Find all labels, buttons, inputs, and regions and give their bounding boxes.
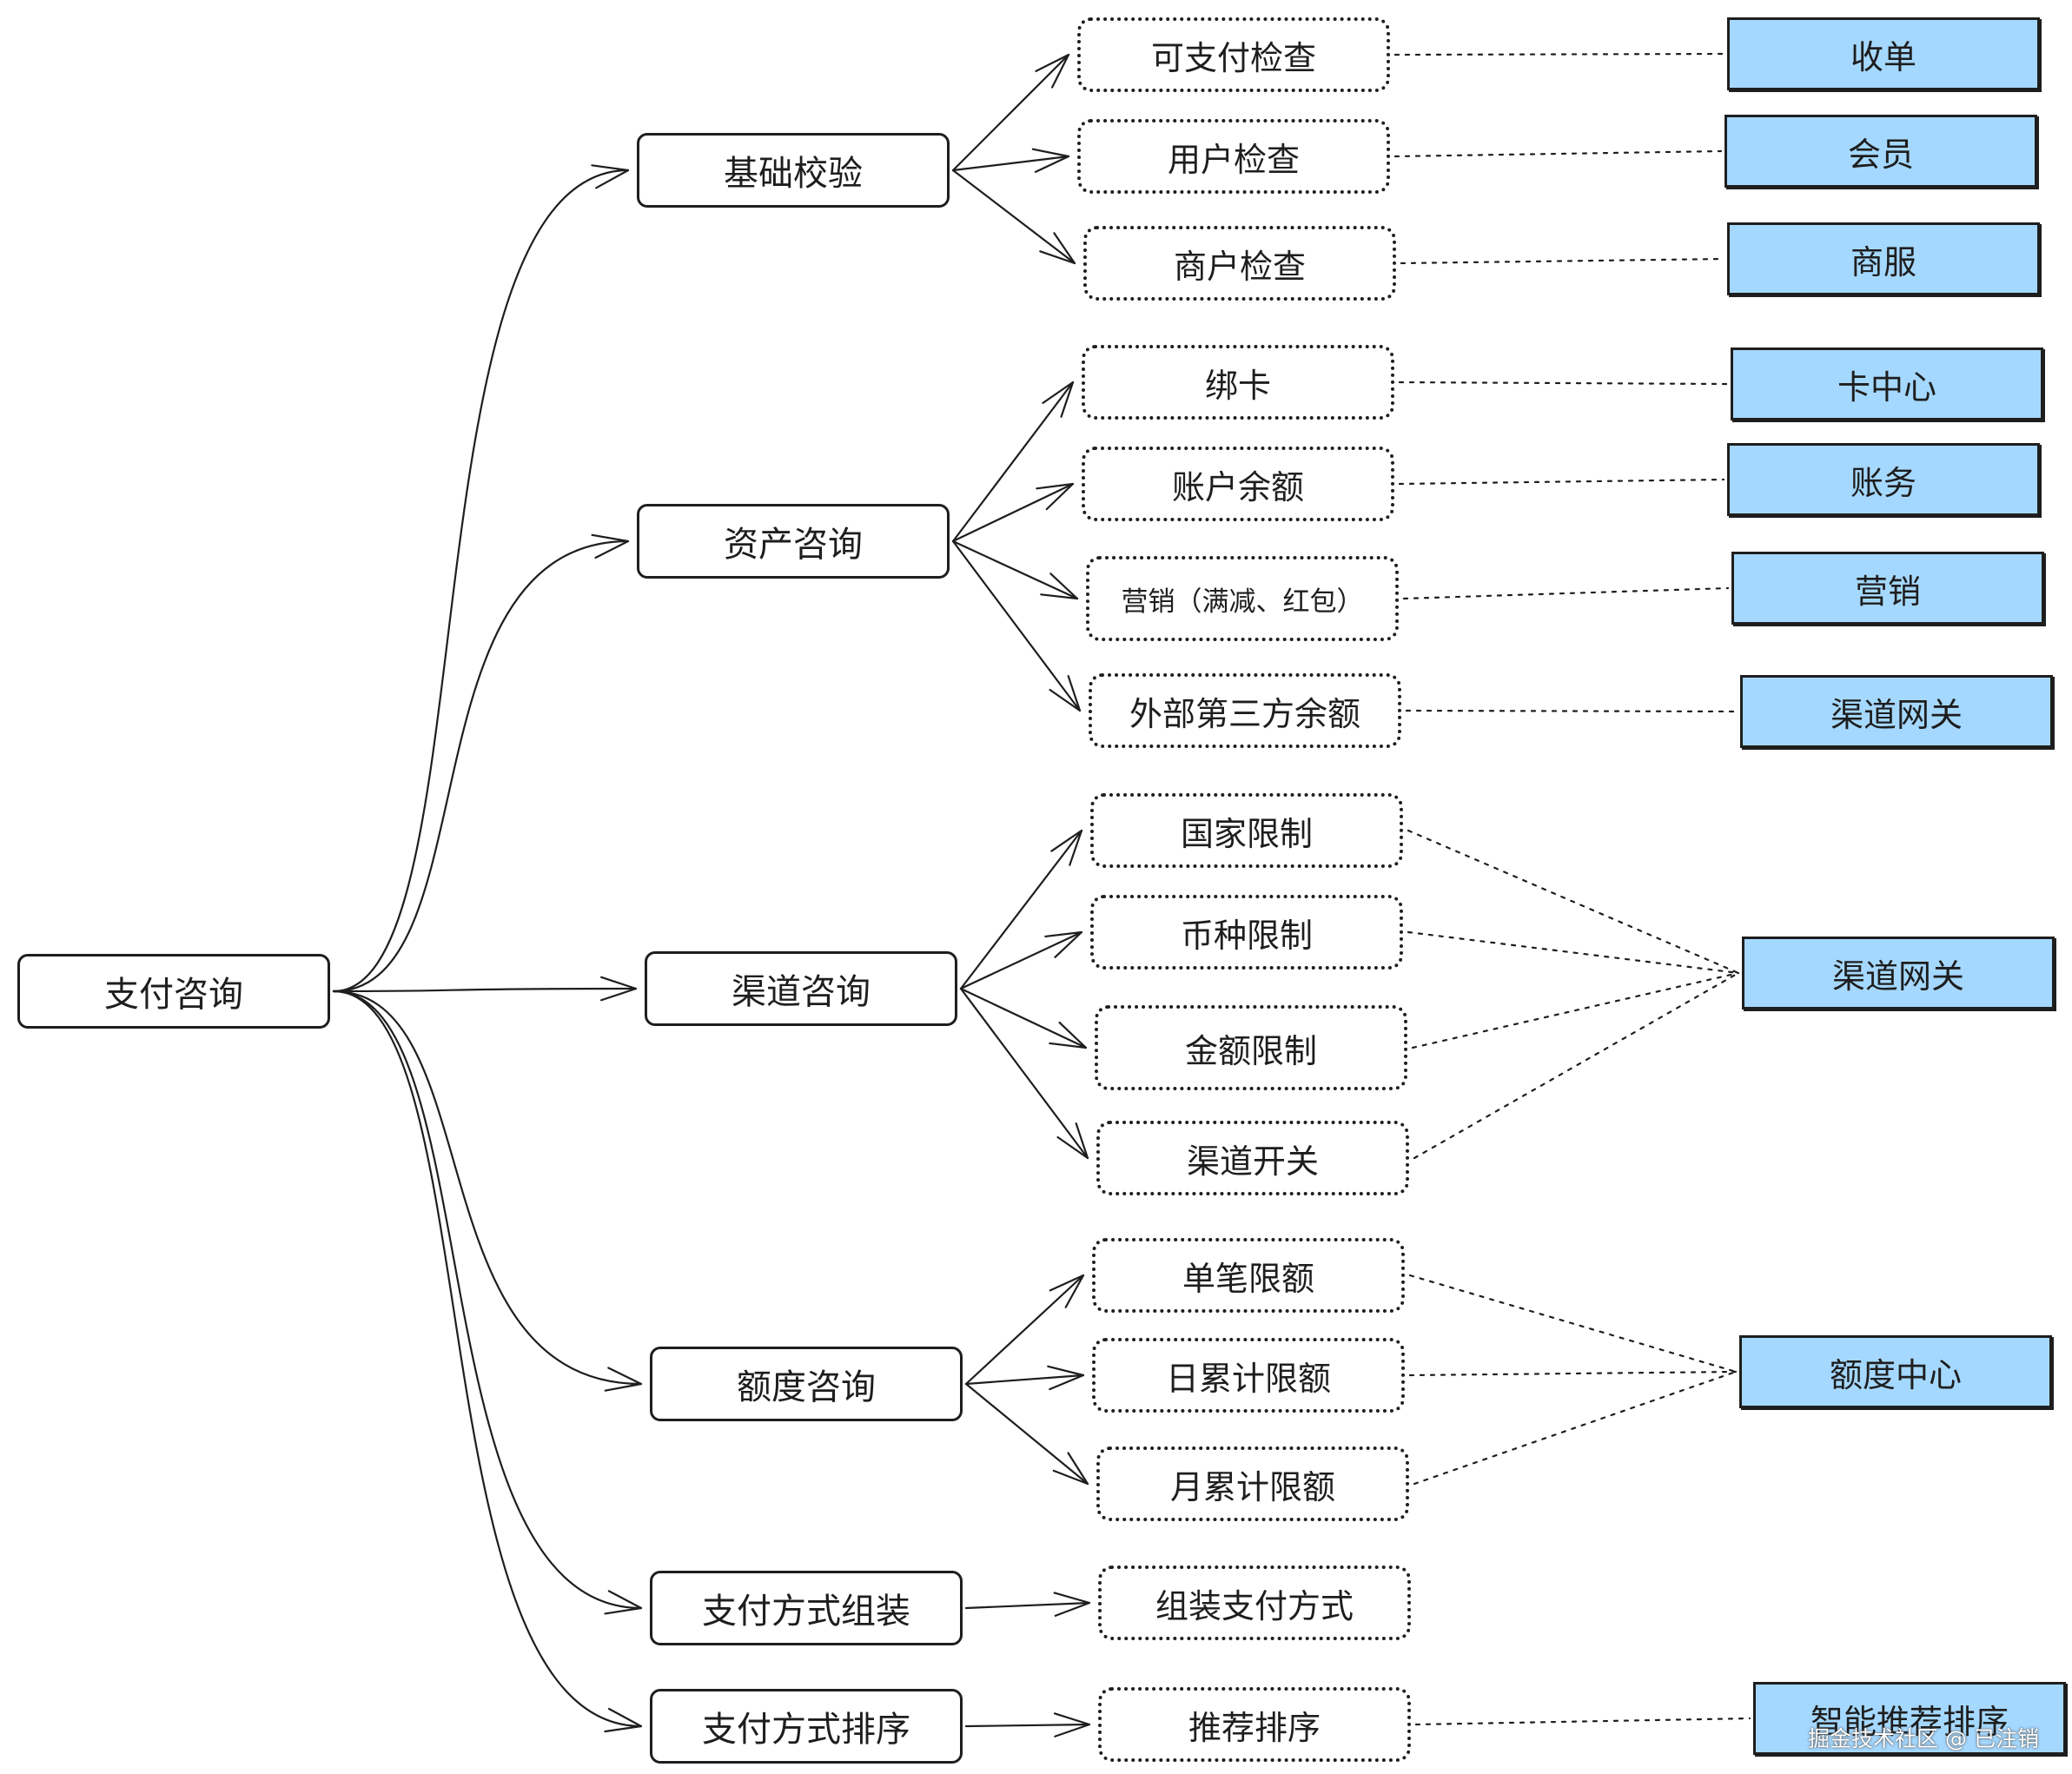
arrow-head xyxy=(1050,829,1083,866)
arrow-head xyxy=(1042,381,1075,418)
check-item: 绑卡 xyxy=(1082,345,1394,420)
arrow-connector xyxy=(959,987,1089,1160)
arrow-connector xyxy=(959,829,1083,990)
arrow-head xyxy=(591,164,630,189)
system-node: 智能推荐排序 xyxy=(1753,1682,2066,1755)
category-node: 渠道咨询 xyxy=(645,951,957,1026)
arrow-head xyxy=(1049,675,1082,712)
arrow-connector xyxy=(959,930,1083,990)
category-node: 额度咨询 xyxy=(650,1347,963,1421)
watermark: 掘金技术社区 @ 已注销 xyxy=(1808,1726,2039,1751)
arrow-head xyxy=(604,1367,643,1392)
arrow-connector xyxy=(964,1374,1085,1386)
check-item: 月累计限额 xyxy=(1096,1446,1409,1521)
arrow-head xyxy=(1040,573,1079,600)
dotted-connector xyxy=(1408,1274,1738,1374)
arrow-connector xyxy=(951,53,1070,172)
check-item: 用户检查 xyxy=(1077,119,1390,194)
system-node: 会员 xyxy=(1724,115,2037,188)
arrow-connector xyxy=(951,381,1075,543)
dotted-connector xyxy=(1411,971,1740,1049)
check-item: 渠道开关 xyxy=(1096,1121,1409,1195)
dotted-connector xyxy=(1414,1717,1751,1726)
check-item: 商户检查 xyxy=(1083,226,1396,301)
system-node: 渠道网关 xyxy=(1740,675,2053,748)
dotted-connector xyxy=(1400,257,1725,265)
arrow-connector xyxy=(951,539,1079,600)
dotted-connector xyxy=(1402,586,1730,600)
dotted-connector xyxy=(1398,478,1725,486)
system-node: 额度中心 xyxy=(1739,1335,2052,1408)
system-node: 营销 xyxy=(1731,552,2044,625)
arrow-connector xyxy=(951,169,1076,265)
check-item: 可支付检查 xyxy=(1077,17,1390,92)
arrow-head xyxy=(1039,232,1076,265)
arrow-connector xyxy=(964,1723,1091,1728)
arrow-head xyxy=(1035,53,1070,89)
check-item: 单笔限额 xyxy=(1092,1238,1405,1313)
system-node: 账务 xyxy=(1727,443,2040,516)
arrow-connector xyxy=(332,539,630,993)
dotted-connector xyxy=(1405,709,1738,713)
root-node: 支付咨询 xyxy=(17,954,330,1029)
check-item: 外部第三方余额 xyxy=(1089,673,1401,748)
dotted-connector xyxy=(1398,381,1729,386)
arrow-head xyxy=(1036,482,1075,511)
arrow-head xyxy=(604,1590,643,1615)
category-node: 资产咨询 xyxy=(637,504,950,579)
arrow-head xyxy=(600,976,638,1002)
check-item: 币种限制 xyxy=(1090,895,1403,970)
check-item: 推荐排序 xyxy=(1098,1687,1411,1762)
dotted-connector xyxy=(1393,52,1725,56)
dotted-connector xyxy=(1407,829,1740,975)
system-node: 商服 xyxy=(1727,222,2040,295)
dotted-connector xyxy=(1393,149,1723,158)
arrow-connector xyxy=(951,482,1075,543)
arrow-connector xyxy=(332,987,638,993)
check-item: 日累计限额 xyxy=(1092,1338,1405,1413)
arrow-connector xyxy=(959,987,1088,1049)
arrow-connector xyxy=(964,1382,1089,1486)
arrow-head xyxy=(1053,1592,1091,1617)
system-node: 卡中心 xyxy=(1731,348,2043,420)
dotted-connector xyxy=(1413,1370,1738,1486)
arrow-connector xyxy=(332,169,630,993)
arrow-head xyxy=(591,533,630,559)
arrow-connector xyxy=(964,1601,1091,1610)
category-node: 支付方式组装 xyxy=(650,1571,963,1645)
check-item: 国家限制 xyxy=(1090,793,1403,868)
arrow-head xyxy=(1031,148,1070,173)
arrow-connector xyxy=(951,539,1082,712)
category-node: 基础校验 xyxy=(637,133,950,208)
arrow-connector xyxy=(951,155,1070,172)
check-item: 营销（满减、红包） xyxy=(1086,556,1399,641)
arrow-connector xyxy=(332,990,643,1728)
arrow-head xyxy=(1049,1274,1085,1308)
arrow-head xyxy=(604,1707,643,1733)
system-node: 收单 xyxy=(1727,17,2040,90)
arrow-head xyxy=(1053,1712,1091,1738)
arrow-head xyxy=(1044,930,1083,958)
arrow-connector xyxy=(332,990,643,1386)
dotted-connector xyxy=(1407,930,1740,975)
check-item: 金额限制 xyxy=(1095,1005,1407,1090)
check-item: 账户余额 xyxy=(1082,447,1394,521)
arrow-connector xyxy=(332,990,643,1610)
arrow-head xyxy=(1049,1021,1088,1049)
check-item: 组装支付方式 xyxy=(1098,1565,1411,1640)
dotted-connector xyxy=(1408,1370,1738,1377)
category-node: 支付方式排序 xyxy=(650,1689,963,1764)
system-node: 渠道网关 xyxy=(1742,937,2055,1009)
arrow-connector xyxy=(964,1274,1085,1386)
dotted-connector xyxy=(1413,971,1740,1160)
arrow-head xyxy=(1047,1365,1085,1391)
arrow-head xyxy=(1052,1452,1089,1486)
arrow-head xyxy=(1056,1122,1089,1160)
